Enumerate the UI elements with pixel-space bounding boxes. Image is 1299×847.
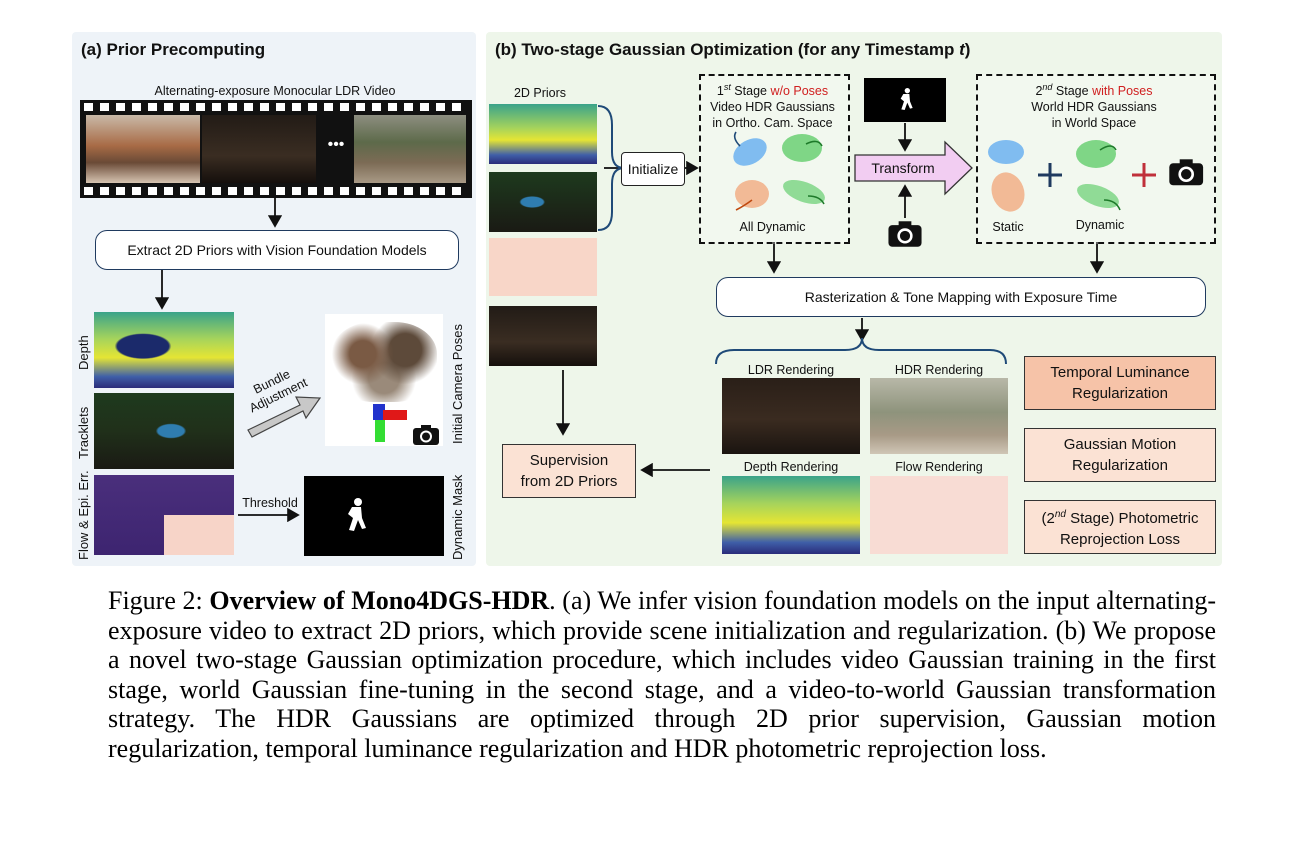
stage2-num: 2 (1035, 84, 1043, 99)
stage1-num: 1 (716, 84, 724, 99)
flow-epipolar-label: Flow & Epi. Err. (76, 470, 91, 560)
supervision-box: Supervision from 2D Priors (502, 444, 636, 498)
stage2-sup: nd (1042, 82, 1053, 92)
panel-b-title-end: ) (964, 40, 971, 59)
depth-rendering-label: Depth Rendering (743, 460, 839, 474)
stage1-gaussians (733, 131, 825, 211)
panel-b-title-text: (b) Two-stage Gaussian Optimization (for… (495, 40, 960, 59)
motion-line2: Regularization (1072, 457, 1168, 474)
prior-flow-thumb (489, 238, 597, 296)
ldr-rendering-image (722, 378, 860, 454)
stage1-highlight: w/o Poses (770, 84, 829, 99)
video-ellipsis: ••• (327, 136, 345, 153)
motion-line1: Gaussian Motion (1063, 436, 1177, 453)
stage2-title: 2nd Stage with Poses World HDR Gaussians… (976, 79, 1212, 131)
tracklets-label: Tracklets (76, 406, 91, 459)
stage1-line3: in Ortho. Cam. Space (712, 116, 833, 131)
caption-text: . (a) We infer vision foundation models … (108, 586, 1217, 763)
flow-rendering-image (870, 476, 1008, 554)
stage1-title-line1: 1st Stage w/o Poses (699, 79, 846, 99)
stage2-gaussians (988, 140, 1204, 212)
camera-icon (412, 424, 440, 451)
dynamic-label: Dynamic (1075, 218, 1125, 232)
film-strip: ••• (80, 100, 472, 198)
photo-line1: (2nd Stage) Photometric (1041, 504, 1198, 529)
photometric-loss-box: (2nd Stage) Photometric Reprojection Los… (1024, 500, 1216, 554)
point-cloud-points (331, 322, 437, 402)
stage2-line3: in World Space (1051, 116, 1137, 131)
transform-mask-thumb (864, 78, 946, 122)
video-label: Alternating-exposure Monocular LDR Video (154, 84, 396, 98)
rasterization-box: Rasterization & Tone Mapping with Exposu… (716, 277, 1206, 317)
video-frame-bright (86, 115, 200, 183)
supervision-line1: Supervision (529, 452, 609, 469)
caption-label: Figure 2: (108, 586, 203, 615)
stage2-line2: World HDR Gaussians (1031, 100, 1157, 115)
video-frame-dark (202, 115, 316, 183)
depth-image (94, 312, 234, 388)
transform-label: Transform (871, 160, 935, 176)
connector-arrows (154, 105, 1105, 523)
temporal-line1: Temporal Luminance (1050, 364, 1190, 381)
flow-inset (164, 515, 234, 555)
photo-pre: (2 (1041, 510, 1055, 527)
hdr-rendering-label: HDR Rendering (894, 363, 984, 377)
camera-poses-blue (373, 404, 385, 420)
dynamic-mask-image (304, 476, 444, 556)
stage1-box (699, 74, 850, 244)
stage1-word: Stage (730, 84, 771, 99)
stage2-highlight: with Poses (1092, 84, 1153, 99)
stage1-sup: st (723, 82, 731, 92)
flow-epipolar-image (94, 475, 234, 555)
initial-poses-label: Initial Camera Poses (450, 324, 465, 444)
extract-priors-box: Extract 2D Priors with Vision Foundation… (95, 230, 459, 270)
point-cloud-image (325, 314, 443, 446)
camera-poses-green (375, 420, 385, 442)
film-sprockets-bottom (84, 187, 468, 195)
hdr-rendering-image (870, 378, 1008, 454)
photo-line2: Reprojection Loss (1059, 531, 1181, 548)
photo-sup: nd (1054, 509, 1066, 520)
temporal-line2: Regularization (1072, 385, 1168, 402)
priors-label: 2D Priors (513, 86, 567, 100)
video-frame-last (354, 115, 466, 183)
depth-rendering-image (722, 476, 860, 554)
tracklets-image (94, 393, 234, 469)
stage2-word: Stage (1052, 84, 1093, 99)
stage2-title-line1: 2nd Stage with Poses (976, 79, 1212, 99)
caption-bold: Overview of Mono4DGS-HDR (209, 586, 550, 615)
depth-label: Depth (76, 335, 91, 370)
panel-b-title: (b) Two-stage Gaussian Optimization (for… (495, 40, 970, 60)
flow-rendering-label: Flow Rendering (895, 460, 983, 474)
photo-post: Stage) Photometric (1065, 510, 1199, 527)
initialize-box: Initialize (621, 152, 685, 186)
static-label: Static (992, 220, 1024, 234)
prior-tracklets-thumb (489, 172, 597, 232)
ldr-rendering-label: LDR Rendering (747, 363, 835, 377)
dynamic-mask-label: Dynamic Mask (450, 474, 465, 560)
transform-camera-icon (887, 220, 923, 253)
panel-b-title-var: t (959, 40, 965, 59)
film-sprockets-top (84, 103, 468, 111)
stage1-line2: Video HDR Gaussians (710, 100, 835, 115)
supervision-line2: from 2D Priors (520, 473, 618, 490)
panel-a-title: (a) Prior Precomputing (81, 40, 266, 59)
figure-caption: Figure 2: Overview of Mono4DGS-HDR. (a) … (108, 586, 1216, 763)
prior-frame-thumb (489, 306, 597, 366)
all-dynamic-label: All Dynamic (739, 220, 806, 234)
threshold-label: Threshold (242, 496, 298, 510)
camera-poses-red (383, 410, 407, 420)
stage1-title: 1st Stage w/o Poses Video HDR Gaussians … (699, 79, 846, 131)
prior-depth-thumb (489, 104, 597, 164)
